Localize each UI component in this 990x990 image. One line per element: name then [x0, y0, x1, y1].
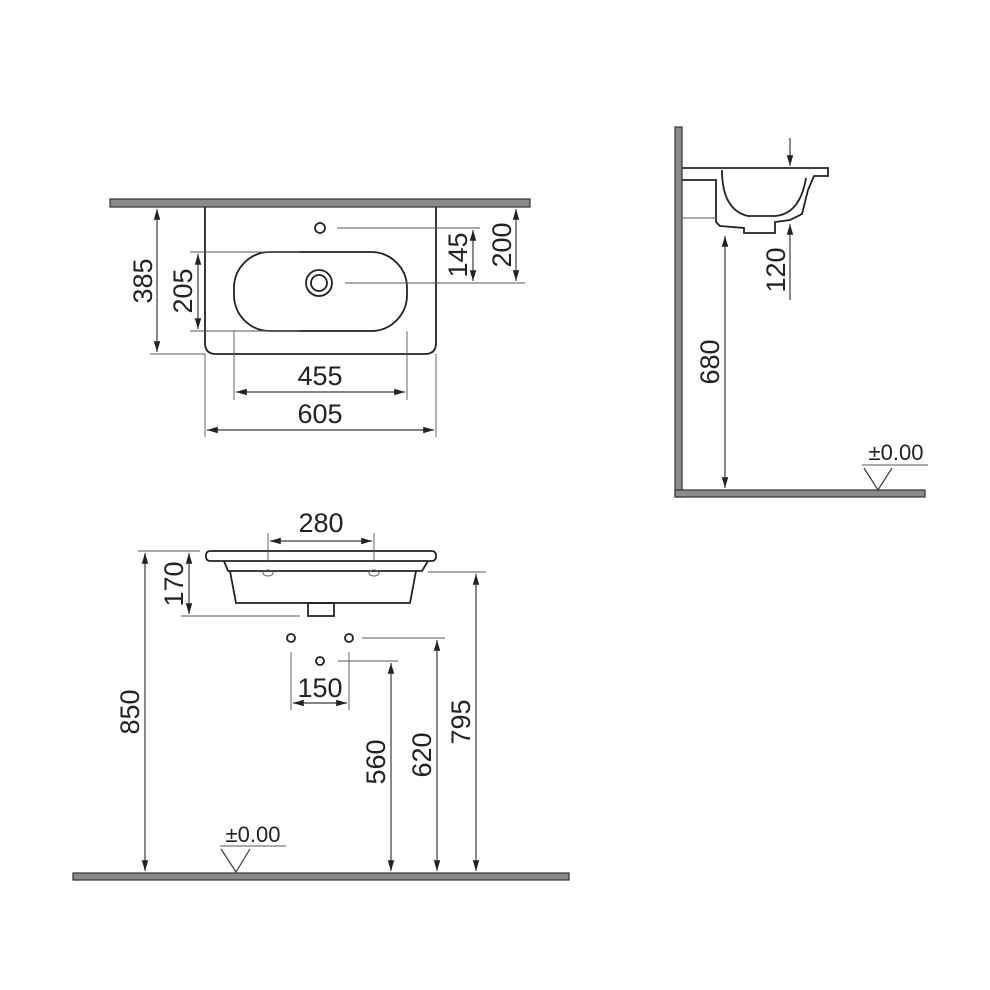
front-view: 280 170 850 150 560 620 795 ±0.00	[72, 508, 570, 881]
drain-inner	[310, 274, 328, 292]
level-marker-icon	[220, 848, 251, 874]
drain-point	[315, 656, 325, 666]
dim-basin-height: 120	[761, 247, 791, 292]
drain-outlet	[307, 602, 335, 617]
basin-rim	[205, 550, 437, 562]
basin-section	[682, 167, 829, 234]
floor-level-side: ±0.00	[869, 440, 924, 465]
dim-bowl-depth: 205	[168, 268, 198, 313]
dim-overall-depth: 385	[128, 258, 158, 303]
dim-supply-spacing: 150	[297, 673, 342, 703]
dim-underside-height: 680	[695, 339, 725, 384]
bowl-outline	[233, 251, 408, 332]
wall-hatch	[109, 198, 531, 208]
basin-outline	[204, 207, 437, 355]
basin-body	[229, 570, 417, 604]
dim-supply-height: 620	[407, 732, 437, 777]
side-view: 120 680 ±0.00	[674, 126, 928, 498]
dim-bowl-width: 455	[297, 361, 342, 391]
top-view: 385 205 145 200 455 605	[109, 198, 531, 437]
dim-drain-height: 560	[361, 739, 391, 784]
wall-hatch-side	[674, 126, 683, 498]
supply-left	[286, 633, 296, 643]
dim-tap-hole-spacing: 280	[298, 508, 343, 538]
floor-level-front: ±0.00	[226, 822, 281, 847]
drain-outer	[305, 269, 333, 297]
supply-right	[344, 633, 354, 643]
dim-wall-to-drain: 200	[487, 222, 517, 267]
floor-hatch-front	[72, 872, 570, 881]
dim-total-height: 850	[115, 689, 145, 734]
dim-overall-width: 605	[297, 399, 342, 429]
level-marker-icon	[863, 467, 893, 492]
dim-basin-thickness: 170	[159, 561, 189, 606]
tap-hole	[314, 222, 326, 234]
floor-hatch-side	[674, 489, 926, 498]
dim-rim-underside-height: 795	[446, 699, 476, 744]
bowl-section	[721, 169, 807, 217]
dim-tap-to-drain: 145	[443, 232, 473, 277]
